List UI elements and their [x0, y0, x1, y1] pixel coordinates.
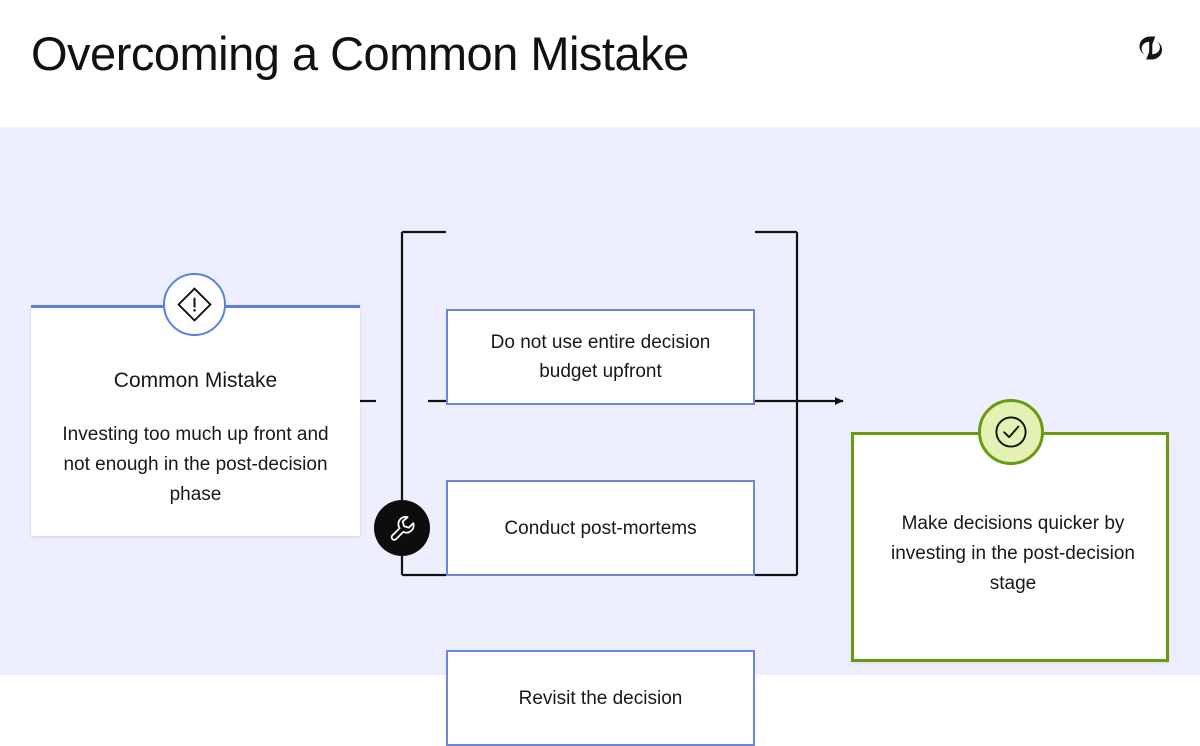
- brand-r-logo-icon: [1130, 26, 1174, 70]
- check-circle-icon: [978, 399, 1044, 465]
- warning-diamond-icon: [163, 273, 226, 336]
- outcome-card[interactable]: Make decisions quicker by investing in t…: [851, 432, 1169, 662]
- common-mistake-card[interactable]: Common Mistake Investing too much up fro…: [31, 305, 360, 536]
- page-title: Overcoming a Common Mistake: [31, 27, 689, 80]
- process-box-label: Do not use entire decision budget upfron…: [490, 332, 711, 382]
- common-mistake-body: Investing too much up front and not enou…: [62, 424, 329, 505]
- process-box-label: Conduct post-mortems: [504, 517, 697, 539]
- outcome-text: Make decisions quicker by investing in t…: [891, 513, 1135, 594]
- process-box[interactable]: Conduct post-mortems: [446, 480, 755, 576]
- process-box[interactable]: Do not use entire decision budget upfron…: [446, 309, 755, 405]
- process-box-label: Revisit the decision: [518, 687, 683, 709]
- common-mistake-heading: Common Mistake: [113, 369, 278, 392]
- wrench-icon[interactable]: [374, 500, 430, 556]
- process-box[interactable]: Revisit the decision: [446, 650, 755, 746]
- diagram-canvas: Common Mistake Investing too much up fro…: [0, 127, 1200, 746]
- slide-header: Overcoming a Common Mistake: [0, 0, 1200, 127]
